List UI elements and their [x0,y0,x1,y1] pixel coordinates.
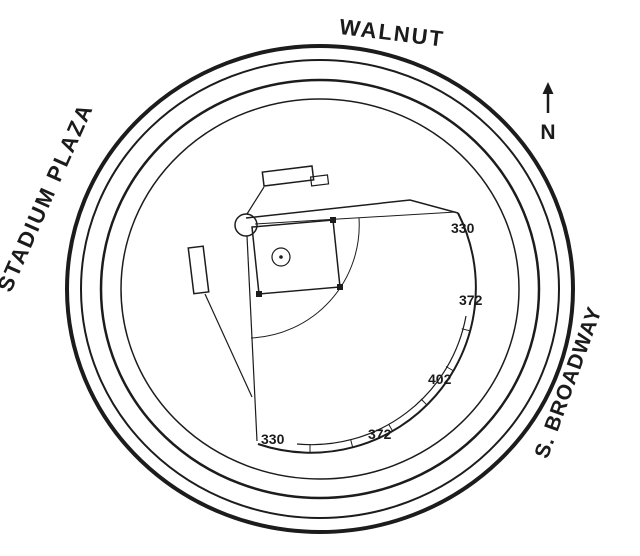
distance-center-field: 402 [428,371,452,387]
first-base [330,217,336,223]
left-foul-line [246,235,258,442]
home-plate-circle [234,213,258,237]
stadium-outer-ring [65,44,575,534]
second-base [337,284,343,290]
bases [256,217,343,297]
bleacher-top [261,165,315,187]
playing-field [187,165,477,454]
distance-right-center: 372 [459,292,483,308]
third-base [256,291,262,297]
bleacher-top-step [309,174,330,187]
distance-markers: 330 372 402 372 330 [261,220,483,447]
bleacher-left [187,245,210,295]
north-compass: N [540,82,556,144]
stadium-rings [65,44,575,534]
stadium-ring-3 [99,78,541,500]
upper-field-boundary [245,199,459,219]
outfield-wall [257,212,477,454]
right-foul-line [254,211,457,225]
stadium-ring-2 [80,59,560,519]
distance-right-field: 330 [451,220,475,236]
backstop-line-lower [204,293,253,398]
stadium-inner-ring [120,98,520,480]
backstop-line-upper [246,186,265,215]
north-label: N [540,121,555,144]
fence-panel-ticks [309,328,470,453]
distance-left-field: 330 [261,431,285,447]
north-arrow-head [542,82,554,94]
infield-diamond [251,219,341,295]
distance-left-center: 372 [368,426,392,442]
outfield-fence-inner [296,315,467,446]
pitchers-mound-circle [271,247,291,267]
pitchers-rubber-dot [279,255,283,259]
infield-arc [250,217,360,339]
